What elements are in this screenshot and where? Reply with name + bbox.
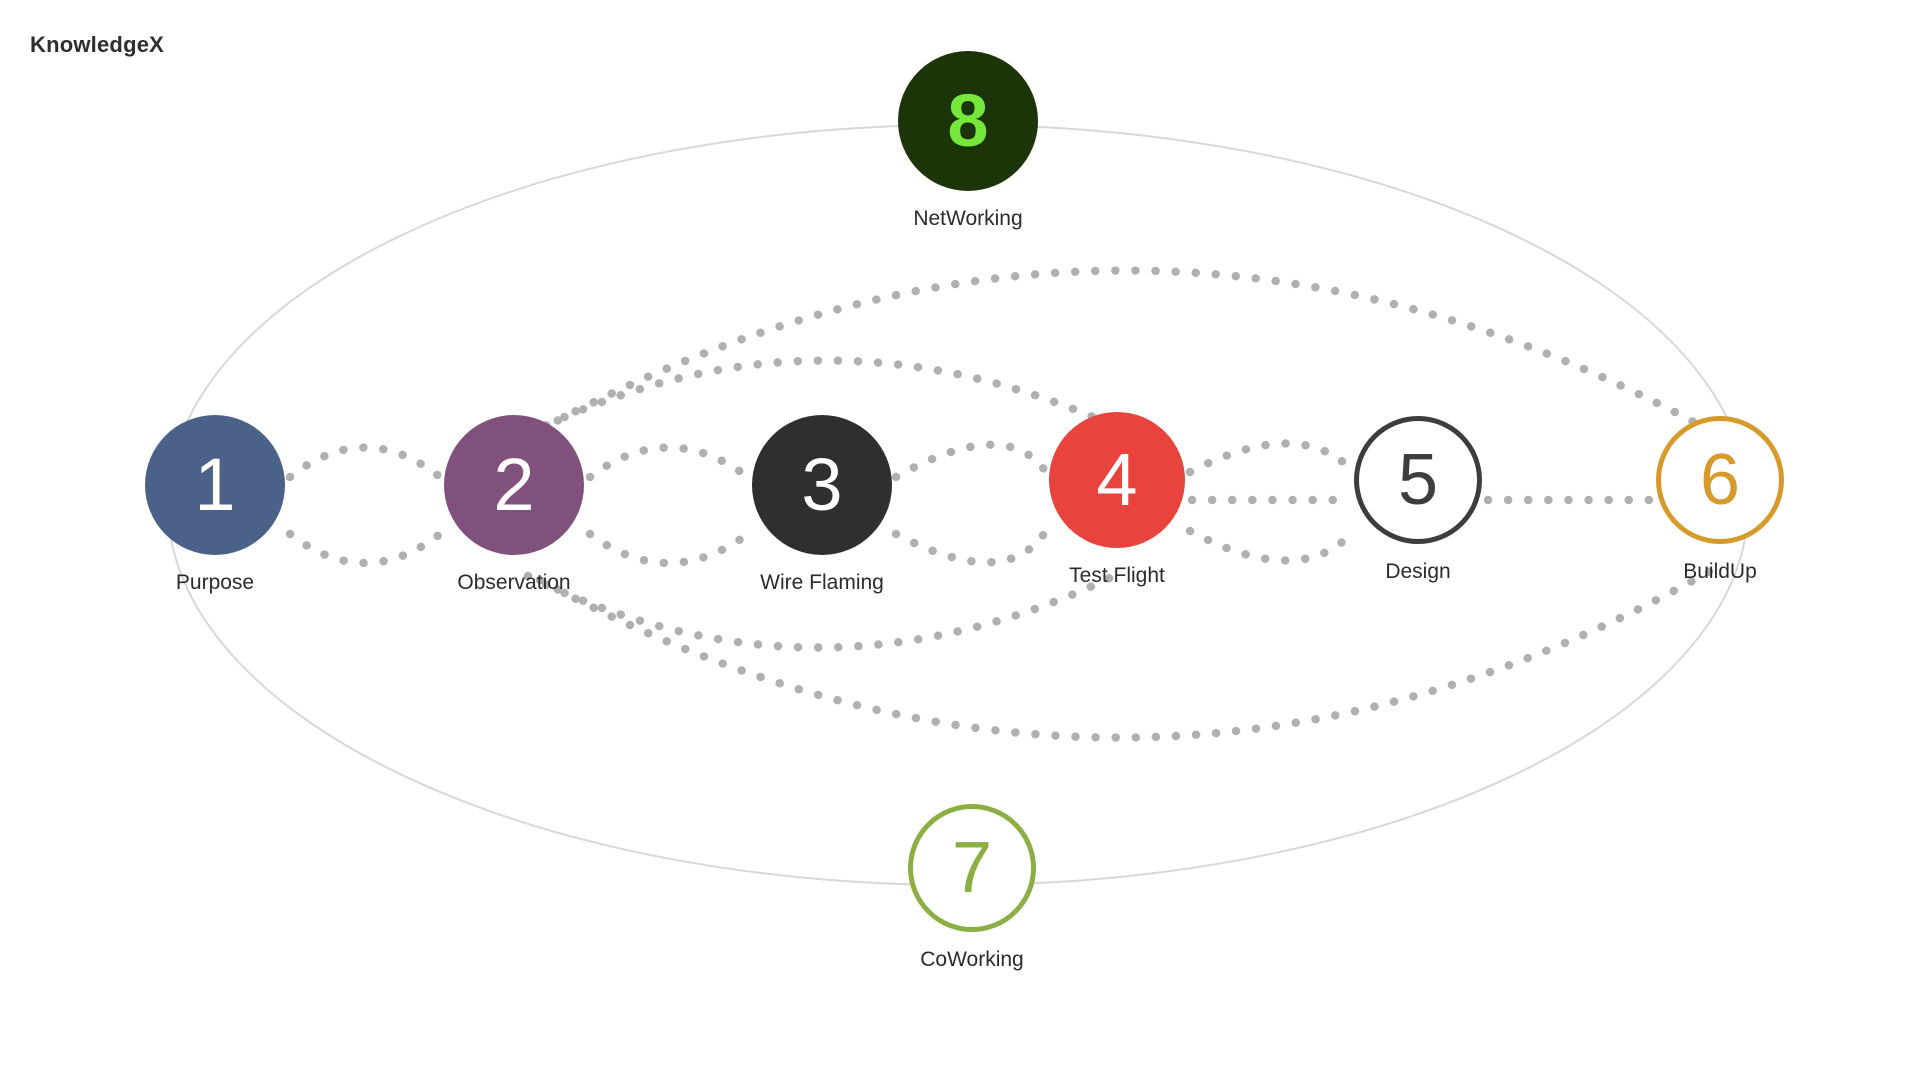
node-5-circle[interactable]: 5 (1354, 416, 1482, 544)
node-3-label: Wire Flaming (760, 571, 884, 594)
connector-2-3-upper (585, 443, 753, 482)
node-4-number: 4 (1096, 438, 1138, 521)
node-3-number: 3 (801, 443, 843, 526)
connector-2-3-lower (585, 529, 753, 568)
connector-2-4-upper-arc (523, 356, 1123, 439)
connector-layer (285, 266, 1717, 742)
node-5-number: 5 (1397, 440, 1439, 520)
node-8-number: 8 (947, 79, 989, 162)
node-1-number: 1 (194, 443, 236, 526)
connector-4-5-upper (1185, 439, 1359, 477)
node-1-label: Purpose (175, 571, 255, 594)
node-2-circle[interactable]: 2 (444, 415, 584, 555)
connector-4-5-lower (1185, 526, 1359, 565)
outer-ellipse (167, 124, 1749, 886)
connector-1-2-upper (285, 443, 445, 482)
node-6-circle[interactable]: 6 (1656, 416, 1784, 544)
connector-2-6-upper-arc (535, 266, 1717, 437)
node-6-label: BuildUp (1683, 560, 1757, 583)
node-7-label: CoWorking (920, 948, 1024, 971)
page-title: KnowledgeX (30, 32, 165, 57)
connector-2-4-lower-arc (523, 569, 1123, 652)
node-7-circle[interactable]: 7 (908, 804, 1036, 932)
node-3-circle[interactable]: 3 (752, 415, 892, 555)
connector-3-4-upper (891, 440, 1051, 482)
node-2-label: Observation (457, 571, 571, 594)
node-6-number: 6 (1699, 440, 1741, 520)
node-5-label: Design (1385, 560, 1451, 583)
node-2-number: 2 (493, 443, 535, 526)
node-1-circle[interactable]: 1 (145, 415, 285, 555)
node-4-label: Test Flight (1069, 564, 1165, 587)
node-4-circle[interactable]: 4 (1049, 412, 1185, 548)
connector-1-2-lower (285, 529, 445, 568)
node-8-circle[interactable]: 8 (898, 51, 1038, 191)
connector-2-6-lower-arc (535, 565, 1717, 742)
connector-3-4-lower (891, 526, 1051, 567)
node-7-number: 7 (951, 828, 993, 908)
node-8-label: NetWorking (913, 207, 1023, 230)
